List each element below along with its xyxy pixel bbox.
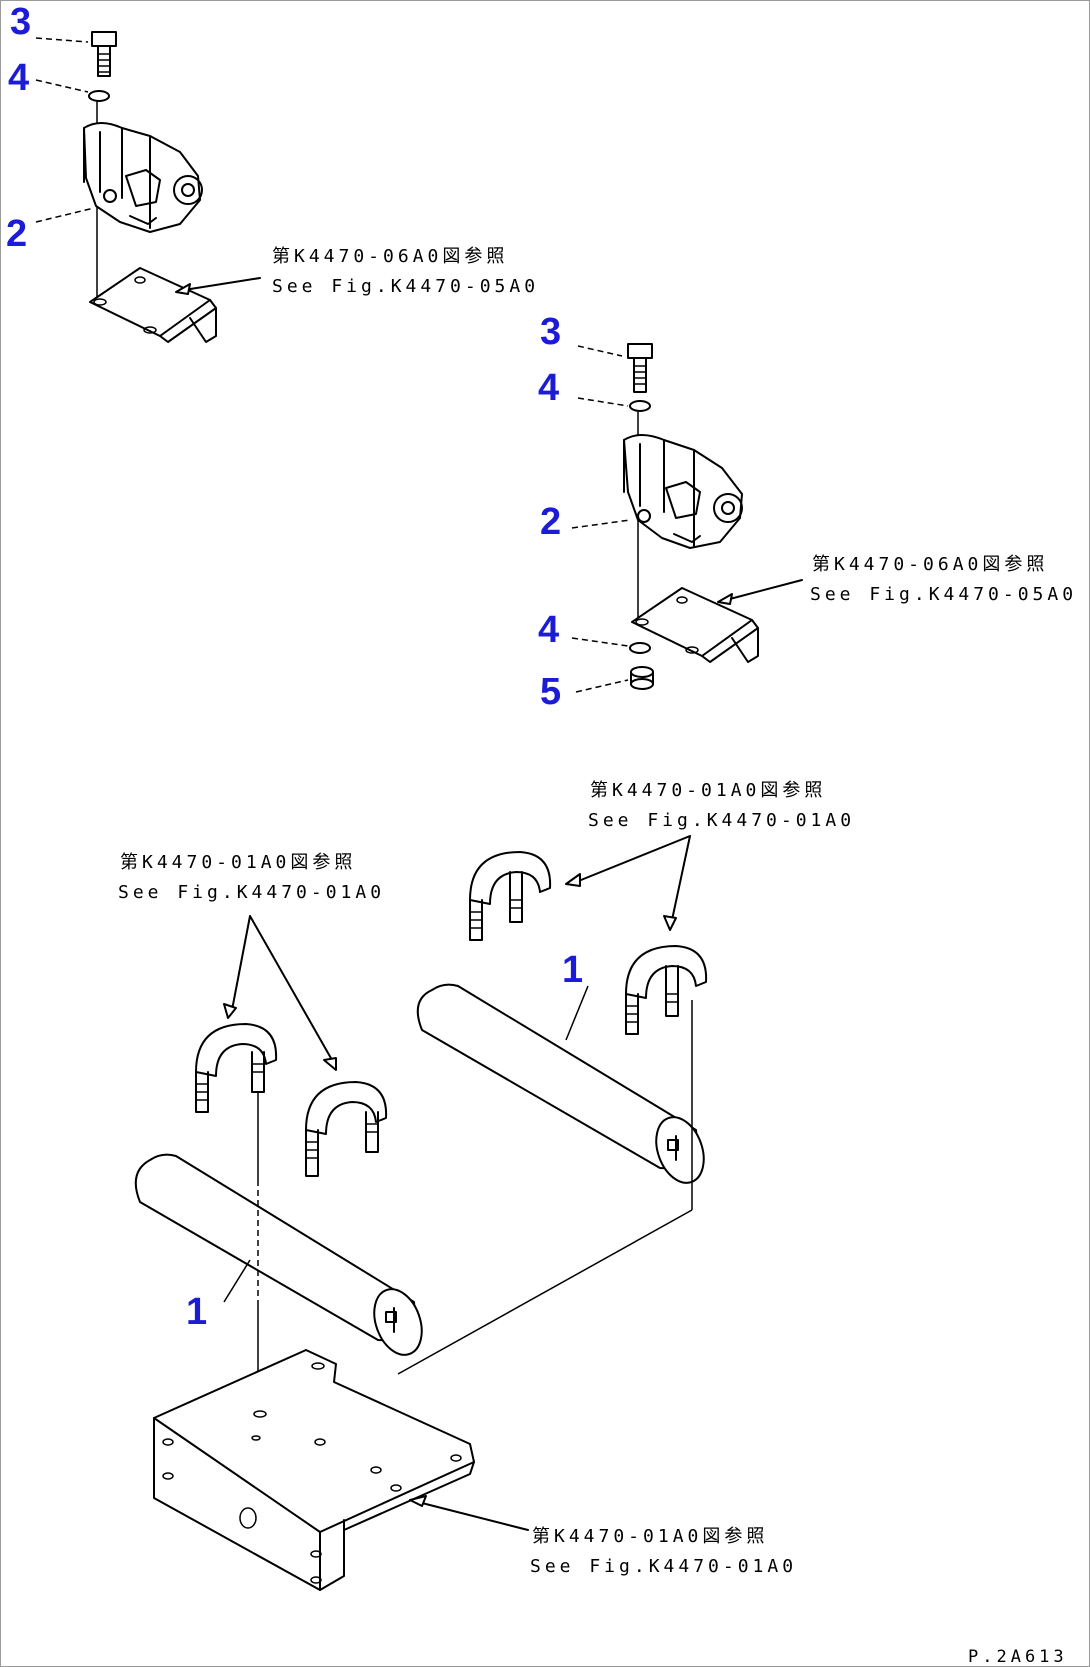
callout-washer-top-left: 4	[8, 57, 29, 99]
callout-washer-middle-right-lower: 4	[538, 609, 559, 651]
reference-bracket-en: See Fig.K4470-01A0	[530, 1556, 797, 1577]
bolt-top-left	[91, 31, 117, 77]
reference-top-left-en: See Fig.K4470-05A0	[272, 276, 539, 297]
clamp-upper-right-a	[469, 851, 552, 941]
reference-mid-right-jp: 第K4470-06A0図参照	[812, 554, 1048, 575]
callout-pump-middle-right: 2	[540, 501, 561, 543]
reference-bracket-jp: 第K4470-01A0図参照	[532, 1526, 768, 1547]
page-id: P.2A613	[968, 1647, 1068, 1667]
nut-middle-right	[630, 666, 654, 690]
clamp-lower-left-b	[305, 1081, 388, 1177]
reference-top-left-jp: 第K4470-06A0図参照	[272, 246, 508, 267]
callout-bolt-top-left: 3	[10, 1, 31, 43]
washer-top-left	[88, 90, 110, 102]
reference-upper-clamp-en: See Fig.K4470-01A0	[588, 810, 855, 831]
bolt-middle-right	[627, 343, 653, 393]
clamp-lower-left-a	[195, 1023, 278, 1113]
top-left-pump-assembly	[35, 31, 261, 343]
middle-right-pump-assembly	[571, 343, 803, 693]
washer-middle-right-upper	[629, 400, 651, 412]
reference-left-clamp-jp: 第K4470-01A0図参照	[120, 852, 356, 873]
callout-bolt-middle-right: 3	[540, 311, 561, 353]
hydraulic-pump-middle-right	[623, 434, 743, 549]
callout-pump-top-left: 2	[6, 213, 27, 255]
hydraulic-pump-top-left	[83, 122, 203, 233]
base-bracket	[153, 1349, 529, 1591]
callout-muffler-upper-right: 1	[562, 949, 583, 991]
lower-left-muffler-assembly	[134, 915, 423, 1410]
mounting-plate-middle-right	[631, 587, 759, 663]
muffler-lower-left	[134, 1153, 423, 1356]
reference-upper-clamp-jp: 第K4470-01A0図参照	[590, 780, 826, 801]
reference-mid-right-en: See Fig.K4470-05A0	[810, 584, 1077, 605]
upper-right-muffler-assembly	[397, 835, 708, 1375]
callout-washer-middle-right: 4	[538, 367, 559, 409]
reference-left-clamp-en: See Fig.K4470-01A0	[118, 882, 385, 903]
callout-nut-middle-right: 5	[540, 671, 561, 713]
washer-middle-right-lower	[629, 642, 651, 654]
clamp-upper-right-b	[625, 945, 708, 1035]
callout-muffler-lower-left: 1	[186, 1291, 207, 1333]
mounting-plate-top-left	[89, 267, 217, 343]
